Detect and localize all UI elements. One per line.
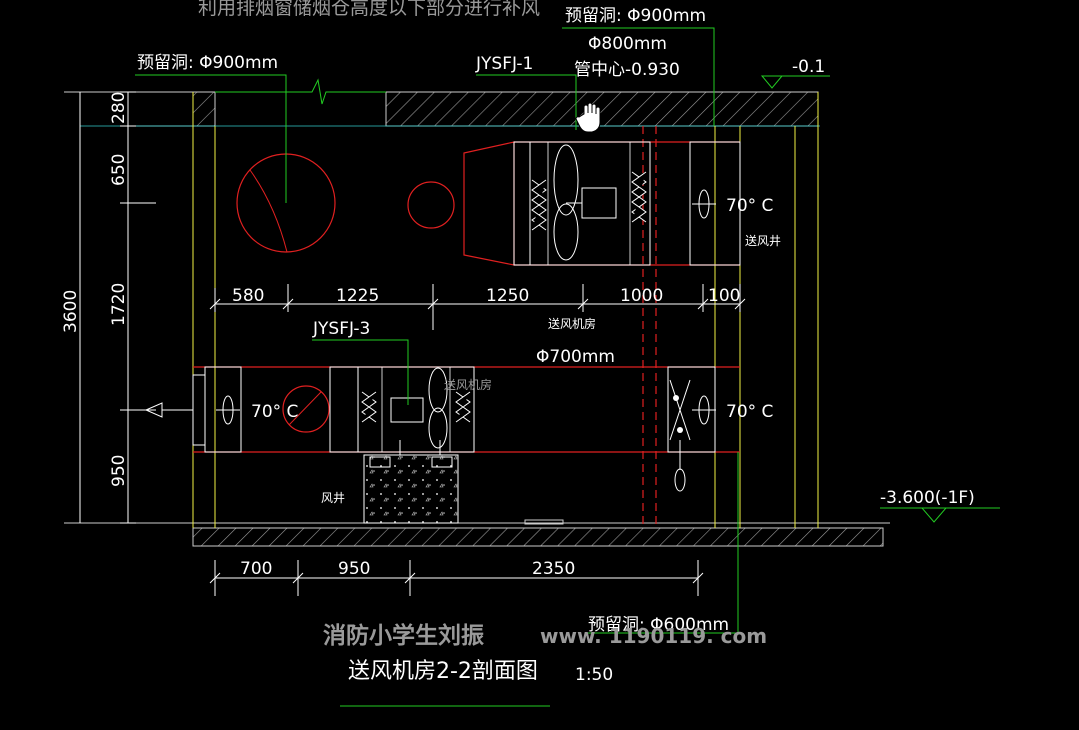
label-fan-1: JYSFJ-1 bbox=[475, 54, 533, 74]
label-hole-900-left: 预留洞: Φ900mm bbox=[137, 53, 278, 73]
label-temp-upper: 70° C bbox=[726, 196, 773, 216]
leader-lines bbox=[135, 27, 739, 707]
label-hole-900-right: 预留洞: Φ900mm bbox=[565, 6, 706, 26]
drawing-title: 送风机房2-2剖面图 bbox=[348, 659, 538, 684]
fan-1-vibration-icon bbox=[531, 171, 647, 231]
label-fan-3: JYSFJ-3 bbox=[312, 319, 370, 339]
watermark-site: www. 1190119. com bbox=[540, 624, 767, 648]
lower-left-damper bbox=[204, 366, 242, 453]
dim-2350: 2350 bbox=[532, 559, 575, 579]
watermark-author: 消防小学生刘振 bbox=[323, 622, 484, 649]
dim-3600: 3600 bbox=[61, 290, 81, 333]
label-supply-shaft: 送风井 bbox=[745, 233, 781, 248]
level-marker-bottom: -3.600(-1F) bbox=[880, 488, 1000, 523]
vertical-dimensions bbox=[79, 91, 193, 524]
bottom-slab bbox=[64, 522, 890, 547]
upper-small-duct bbox=[407, 181, 455, 229]
reducer bbox=[463, 141, 515, 266]
dim-1720: 1720 bbox=[109, 283, 129, 326]
hand-cursor-icon bbox=[575, 102, 601, 133]
lower-duct-opening bbox=[282, 385, 330, 433]
label-d800: Φ800mm bbox=[588, 34, 667, 54]
drawing-scale: 1:50 bbox=[575, 665, 613, 685]
label-d700: Φ700mm bbox=[536, 347, 615, 367]
fan-3-blade-icon bbox=[428, 367, 448, 413]
upper-fire-damper bbox=[689, 141, 741, 266]
dim-1250: 1250 bbox=[486, 286, 529, 306]
top-slab bbox=[64, 78, 820, 127]
label-room-upper: 送风机房 bbox=[548, 316, 596, 331]
dim-1225: 1225 bbox=[336, 286, 379, 306]
label-hole-600: 预留洞: Φ600mm bbox=[588, 615, 729, 635]
fan-1-blade-icon bbox=[553, 144, 579, 216]
label-pipe-center: 管中心-0.930 bbox=[574, 60, 680, 80]
dim-580: 580 bbox=[232, 286, 264, 306]
svg-text:-0.1: -0.1 bbox=[792, 57, 825, 77]
bottom-dimensions bbox=[209, 560, 704, 596]
fan-3-motor bbox=[390, 397, 424, 423]
upper-duct-system bbox=[236, 141, 741, 266]
dim-280: 280 bbox=[109, 92, 129, 124]
walls bbox=[192, 92, 819, 528]
dim-950-vertical: 950 bbox=[109, 455, 129, 487]
label-room-lower: 送风机房 bbox=[444, 377, 492, 392]
fan-1-motor bbox=[581, 187, 617, 219]
svg-text:-3.600(-1F): -3.600(-1F) bbox=[880, 488, 975, 508]
level-marker-top: -0.1 bbox=[760, 57, 830, 89]
mid-dimensions bbox=[209, 284, 746, 330]
dim-1000: 1000 bbox=[620, 286, 663, 306]
lower-duct-system bbox=[192, 366, 740, 492]
dim-950-horizontal: 950 bbox=[338, 559, 370, 579]
dim-700: 700 bbox=[240, 559, 272, 579]
dim-650: 650 bbox=[109, 154, 129, 186]
label-wind-shaft: 风井 bbox=[321, 491, 345, 505]
label-temp-lower-right: 70° C bbox=[726, 402, 773, 422]
dim-100: 100 bbox=[708, 286, 740, 306]
top-note: 利用排烟窗储烟仓高度以下部分进行补风 bbox=[198, 0, 540, 19]
label-temp-lower-left: 70° C bbox=[251, 402, 298, 422]
fan-base bbox=[363, 440, 564, 525]
fan-3-vibration-icon bbox=[361, 391, 471, 423]
